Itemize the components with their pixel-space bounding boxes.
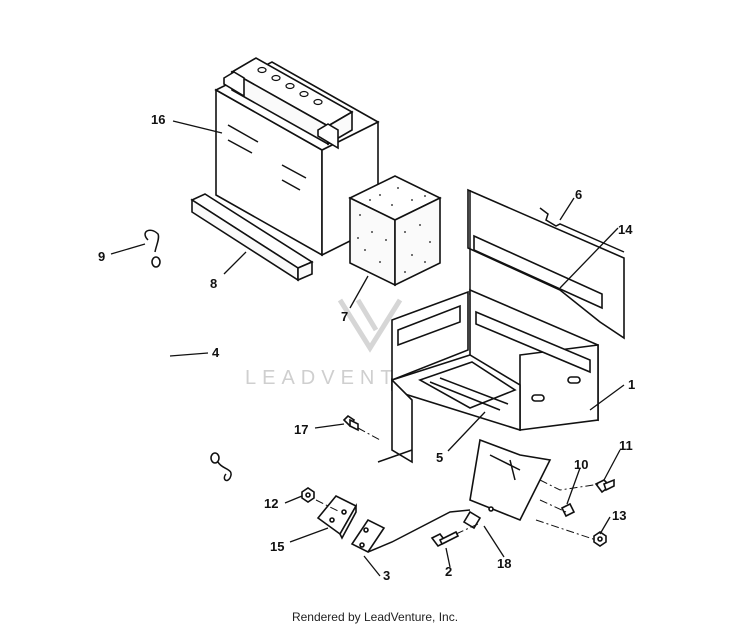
battery-back-plate — [467, 188, 625, 340]
callout-4: 4 — [212, 345, 220, 360]
hold-down-strap — [144, 229, 232, 482]
nut-13 — [593, 531, 607, 547]
screw-10 — [560, 502, 576, 518]
callout-8: 8 — [210, 276, 217, 291]
callout-13: 13 — [612, 508, 626, 523]
foam-block — [348, 175, 442, 287]
callout-10: 10 — [574, 457, 588, 472]
bracket-line — [367, 509, 471, 553]
assembly-lines — [315, 427, 601, 541]
bolt-17 — [342, 414, 359, 432]
callout-1: 1 — [628, 377, 635, 392]
watermark-logo-icon — [337, 298, 403, 353]
callout-6: 6 — [575, 187, 582, 202]
clamp-plate-15 — [316, 494, 358, 540]
callout-18: 18 — [497, 556, 511, 571]
callout-14: 14 — [618, 222, 633, 237]
leader-lines — [110, 120, 625, 577]
nut-12 — [301, 487, 315, 503]
callout-2: 2 — [445, 564, 452, 579]
callout-16: 16 — [151, 112, 165, 127]
callout-9: 9 — [98, 249, 105, 264]
clamp-plate-3 — [350, 518, 386, 554]
footer-credit: Rendered by LeadVenture, Inc. — [292, 610, 458, 624]
foam-strip — [190, 193, 314, 282]
callout-17: 17 — [294, 422, 308, 437]
mounting-bracket — [469, 438, 552, 522]
battery — [214, 57, 380, 257]
callout-11: 11 — [619, 438, 633, 453]
callout-3: 3 — [383, 568, 390, 583]
small-plate — [462, 506, 494, 530]
bolt-11 — [594, 478, 615, 494]
callout-15: 15 — [270, 539, 284, 554]
callout-labels: 16 8 9 4 7 6 14 1 17 5 11 10 12 13 15 3 … — [98, 112, 635, 583]
callout-7: 7 — [341, 309, 348, 324]
callout-5: 5 — [436, 450, 443, 465]
battery-tray — [377, 288, 599, 464]
bolt-2 — [430, 530, 460, 548]
callout-12: 12 — [264, 496, 278, 511]
